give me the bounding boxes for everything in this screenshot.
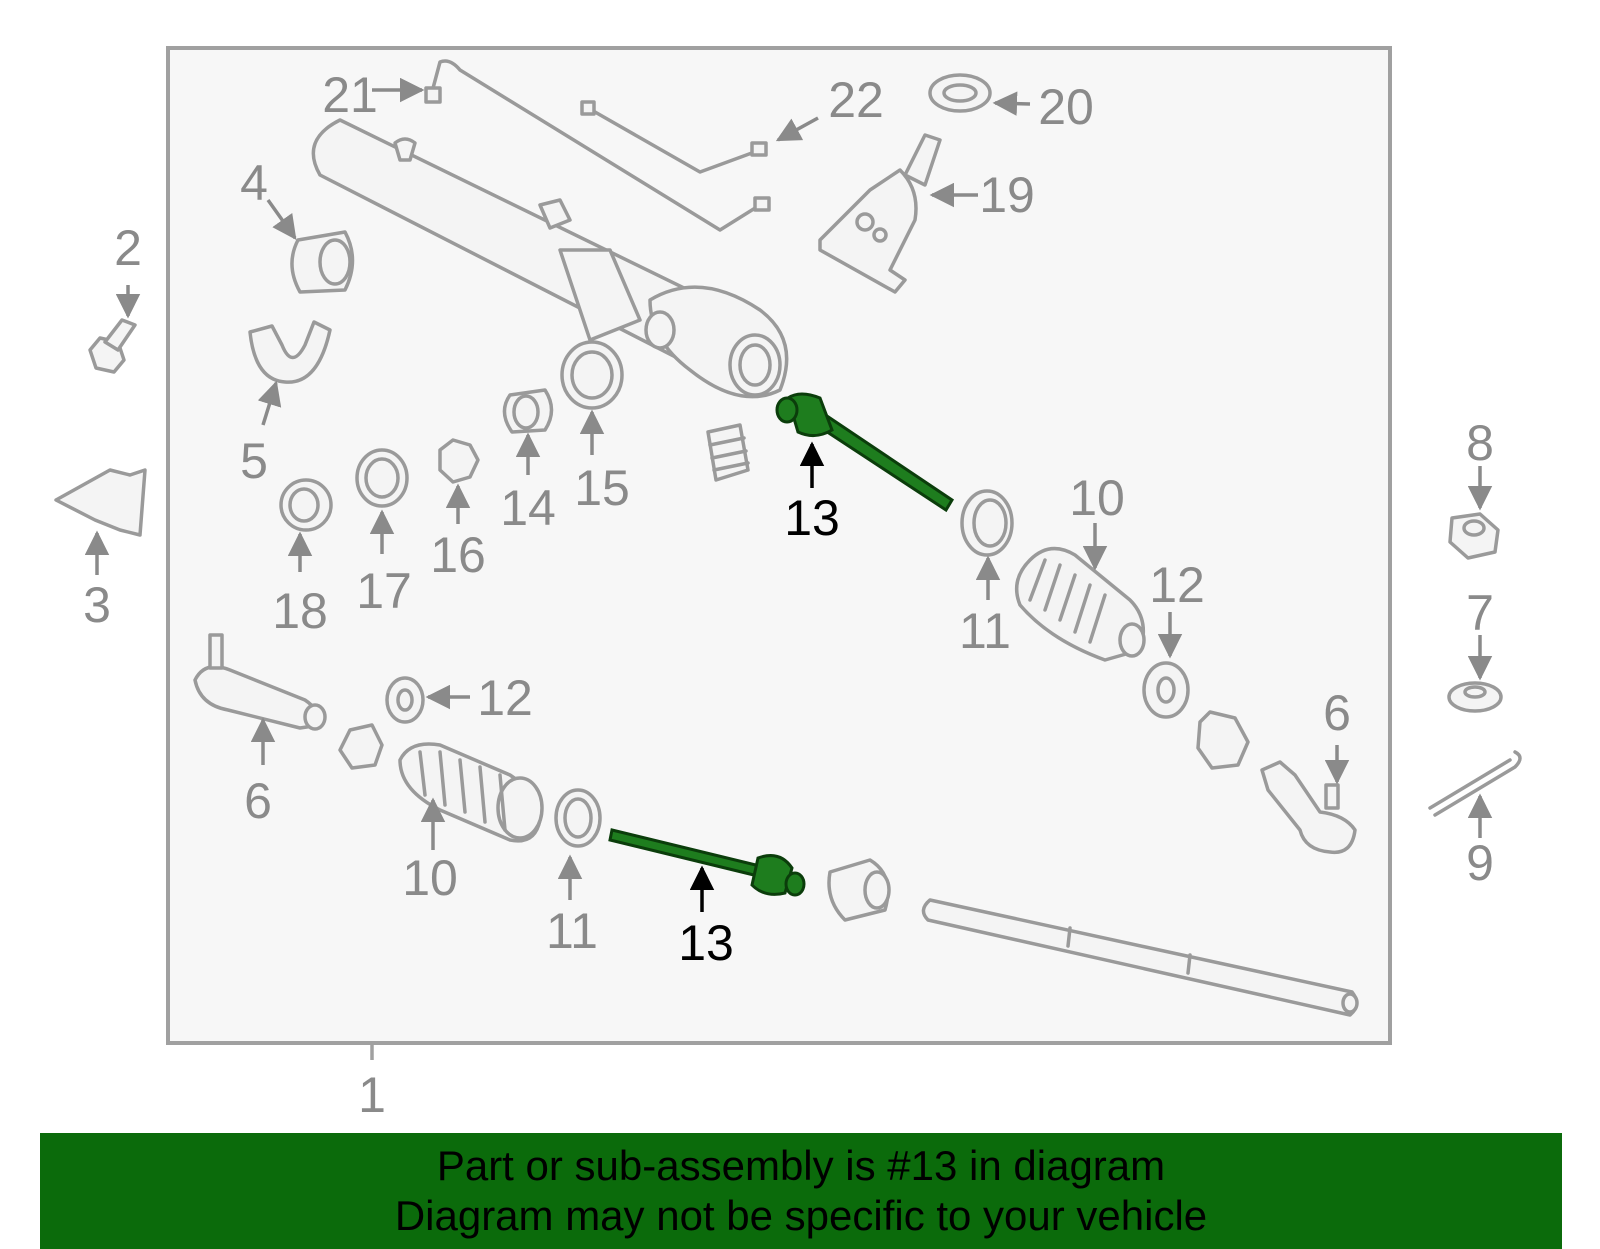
callout-22: 22 <box>828 72 884 128</box>
rack-bar[interactable] <box>921 898 1359 1017</box>
mount-bracket-3[interactable] <box>54 468 147 537</box>
callout-17: 17 <box>356 563 412 619</box>
bushing-14[interactable] <box>502 388 554 434</box>
ring-17[interactable] <box>355 448 409 508</box>
info-banner: Part or sub-assembly is #13 in diagram D… <box>40 1133 1562 1249</box>
jam-nut-upper[interactable] <box>1196 710 1250 770</box>
inner-tie-rod-13-lower[interactable] <box>608 828 806 897</box>
bolt-2[interactable] <box>88 318 137 374</box>
callout-7: 7 <box>1466 585 1494 641</box>
washer-7[interactable] <box>1447 681 1503 713</box>
callout-13-lower: 13 <box>678 915 734 971</box>
banner-disclaimer: Diagram may not be specific to your vehi… <box>394 1192 1208 1239</box>
clamp-11-upper[interactable] <box>960 489 1014 557</box>
seal-15[interactable] <box>560 340 624 410</box>
callout-3: 3 <box>83 577 111 633</box>
callout-11-upper: 11 <box>959 603 1011 659</box>
callout-19: 19 <box>979 167 1035 223</box>
callout-6-right: 6 <box>1323 685 1351 741</box>
clamp-11-lower[interactable] <box>554 788 602 848</box>
callout-20: 20 <box>1038 79 1094 135</box>
bushing-4[interactable] <box>290 230 355 294</box>
callout-2: 2 <box>114 220 142 276</box>
rack-bushing-lower[interactable] <box>827 858 891 922</box>
tie-rod-end-6-right[interactable] <box>1260 760 1357 855</box>
boot-10-lower[interactable] <box>398 742 544 843</box>
rack-housing[interactable] <box>311 118 789 399</box>
callout-14: 14 <box>500 480 556 536</box>
callout-12-lower: 12 <box>477 670 533 726</box>
callout-15: 15 <box>574 460 630 516</box>
callout-6-left: 6 <box>244 773 272 829</box>
hydraulic-lines[interactable] <box>424 59 771 232</box>
callout-18: 18 <box>272 583 328 639</box>
callout-8: 8 <box>1466 415 1494 471</box>
callout-labels: 1 2 3 4 5 6 6 7 8 9 10 10 11 11 12 12 13… <box>83 67 1494 1123</box>
callout-12-upper: 12 <box>1149 557 1205 613</box>
rack-bushing[interactable] <box>706 423 750 482</box>
valve-body[interactable] <box>818 133 942 294</box>
washer-12-upper[interactable] <box>1142 661 1190 719</box>
leader-arrows <box>84 77 1493 912</box>
jam-nut-lower[interactable] <box>338 723 384 770</box>
nut-8[interactable] <box>1448 512 1500 560</box>
callout-9: 9 <box>1466 835 1494 891</box>
snap-ring-16[interactable] <box>438 438 480 484</box>
callout-10-upper: 10 <box>1069 470 1125 526</box>
callout-1: 1 <box>358 1067 386 1123</box>
callout-16: 16 <box>430 527 486 583</box>
callout-13-upper: 13 <box>784 490 840 546</box>
seal-18[interactable] <box>279 478 333 532</box>
tie-rod-end-6-left[interactable] <box>193 633 327 731</box>
bracket-5[interactable] <box>248 320 332 384</box>
washer-12-lower[interactable] <box>385 676 425 724</box>
inner-tie-rod-13-upper[interactable] <box>775 392 955 513</box>
callout-4: 4 <box>240 155 268 211</box>
callout-10-lower: 10 <box>402 850 458 906</box>
banner-part-note: Part or sub-assembly is #13 in diagram <box>436 1142 1166 1189</box>
callout-5: 5 <box>240 433 268 489</box>
cotter-pin-9[interactable] <box>1428 750 1522 817</box>
boot-10-upper[interactable] <box>1014 546 1146 662</box>
callout-21: 21 <box>322 67 378 123</box>
callout-11-lower: 11 <box>546 903 598 959</box>
